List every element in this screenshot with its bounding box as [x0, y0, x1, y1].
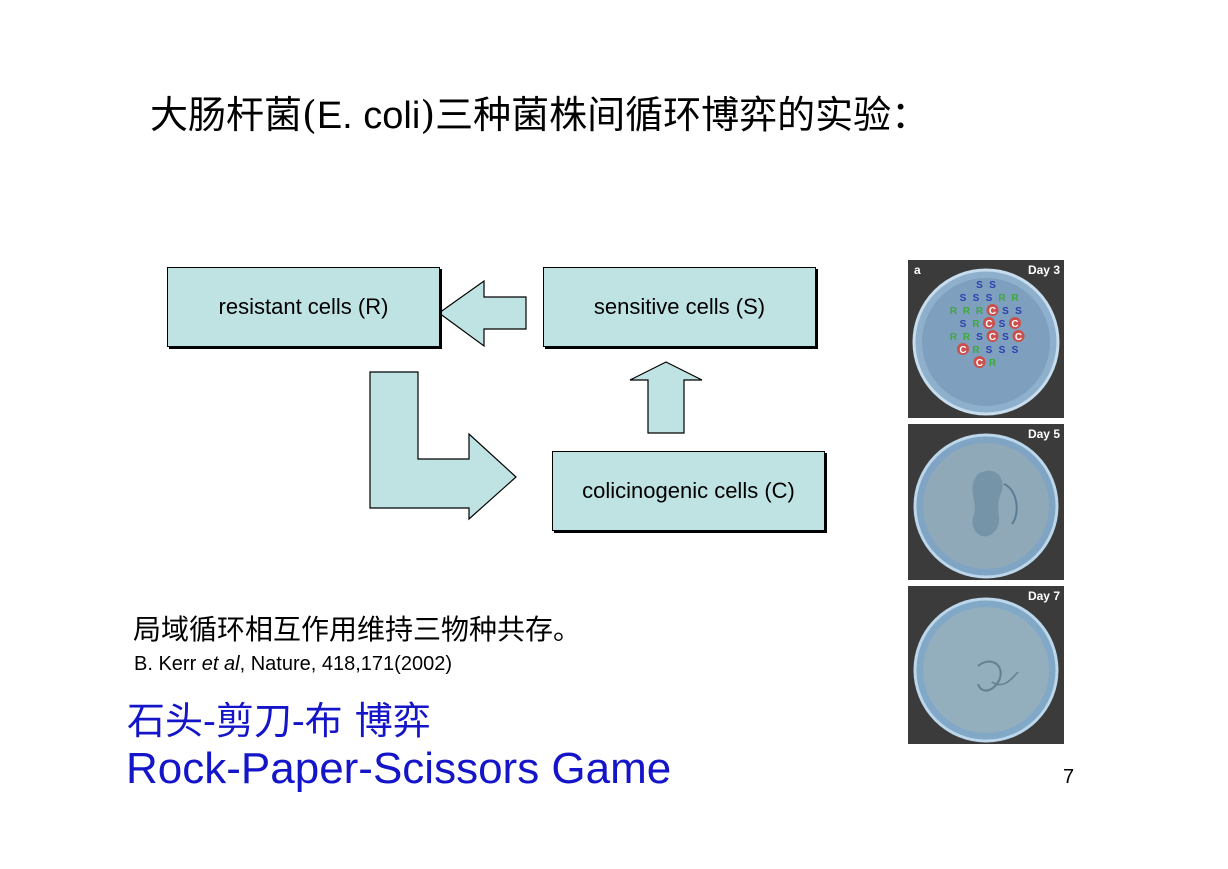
- plate-colony-letter: R: [1011, 293, 1019, 304]
- coexistence-note: 局域循环相互作用维持三物种共存。: [133, 613, 582, 646]
- plate-day3-label: Day 3: [1027, 263, 1060, 277]
- plate-colony-letter: R: [972, 319, 980, 330]
- citation: B. Kerr et al, Nature, 418,171(2002): [134, 653, 452, 676]
- plate-colony-letter: S: [1002, 306, 1009, 317]
- plate-colony-c: [957, 343, 969, 355]
- plate-colony-letter: C: [989, 306, 996, 317]
- arrow-r-to-c: [369, 371, 517, 521]
- plate-colony-letter: C: [959, 345, 966, 356]
- plate-colony-letter: R: [972, 345, 980, 356]
- plate-colony-letter: S: [1002, 332, 1009, 343]
- panel-letter: a: [914, 263, 921, 277]
- plate-colony-letter: S: [986, 293, 993, 304]
- game-title-cn: 石头-剪刀-布 博弈: [127, 699, 431, 743]
- arrow-c-to-s: [629, 361, 703, 434]
- plate-colony-letter: R: [963, 306, 971, 317]
- plate-colony-letter: R: [950, 332, 958, 343]
- plate-day5-label: Day 5: [1027, 427, 1060, 441]
- plate-colony-letter: S: [1012, 345, 1019, 356]
- plate-colony-letter: R: [998, 293, 1006, 304]
- plate-colony-letter: C: [985, 319, 992, 330]
- sensitive-cells-label: sensitive cells (S): [593, 294, 766, 319]
- game-title-en: Rock-Paper-Scissors Game: [126, 744, 672, 793]
- plate-colony-letter: S: [989, 280, 996, 291]
- plate-colony-letter: S: [999, 345, 1006, 356]
- plate-colony-letter: C: [976, 358, 983, 369]
- plate-colony-c: [983, 317, 995, 329]
- plate-day7: Day 7: [908, 586, 1064, 744]
- plate-day7-image: [908, 586, 1064, 744]
- plate-day5: Day 5: [908, 424, 1064, 580]
- plate-colony-letter: S: [999, 319, 1006, 330]
- plate-colony-letter: S: [973, 293, 980, 304]
- page-number: 7: [1063, 766, 1075, 788]
- plate-colony-letter: R: [976, 306, 984, 317]
- arrow-s-to-r: [437, 279, 527, 348]
- plate-colony-c: [986, 304, 999, 316]
- citation-suffix: , Nature, 418,171(2002): [239, 653, 452, 675]
- plate-colony-letter: S: [1015, 306, 1022, 317]
- slide-title: 大肠杆菌(E. coli)三种菌株间循环博弈的实验：: [150, 84, 929, 139]
- plate-colony-c: [973, 356, 986, 368]
- sensitive-cells-box: sensitive cells (S): [543, 267, 816, 347]
- plate-colony-letter: S: [960, 319, 967, 330]
- plate-colony-c: [986, 330, 999, 342]
- plate-colony-letter: S: [986, 345, 993, 356]
- plate-colony-letter: S: [960, 293, 967, 304]
- citation-prefix: B. Kerr: [134, 653, 202, 675]
- plate-colony-letter: S: [976, 280, 983, 291]
- plate-day5-image: [908, 424, 1064, 580]
- plate-colony-c: [1009, 317, 1021, 329]
- colicinogenic-cells-label: colicinogenic cells (C): [582, 478, 795, 503]
- title-suffix: )三种菌株间循环博弈的实验：: [420, 93, 930, 137]
- plate-day7-label: Day 7: [1027, 589, 1060, 603]
- plate-colony-letter: C: [1015, 332, 1022, 343]
- title-latin: E. coli: [316, 95, 421, 137]
- plate-colony-c: [1012, 330, 1025, 342]
- colicinogenic-cells-box: colicinogenic cells (C): [552, 451, 825, 531]
- plate-colony-letter: R: [989, 358, 997, 369]
- plate-colony-letter: C: [989, 332, 996, 343]
- citation-italic: et al: [201, 653, 240, 675]
- plate-colony-letter: S: [976, 332, 983, 343]
- plate-colony-letter: R: [950, 306, 958, 317]
- plate-colony-letter: R: [963, 332, 971, 343]
- resistant-cells-label: resistant cells (R): [218, 294, 389, 319]
- title-prefix: 大肠杆菌(: [150, 93, 317, 137]
- plate-colony-letter: C: [1011, 319, 1018, 330]
- resistant-cells-box: resistant cells (R): [167, 267, 440, 347]
